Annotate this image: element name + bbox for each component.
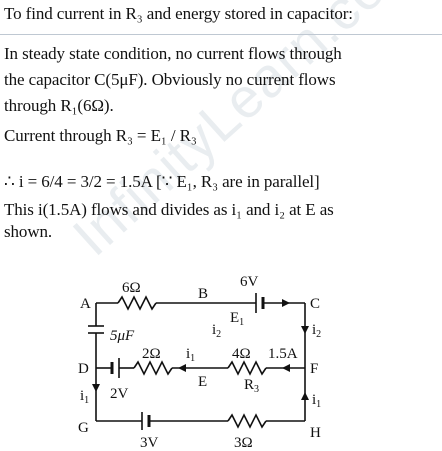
arrow-top-right [282, 299, 290, 307]
paragraph-line-3: through R₁(6Ω). [4, 96, 114, 115]
node-label-h: H [310, 425, 321, 441]
label-resistor-r3: R3 [244, 377, 259, 395]
e1-sub: 1 [239, 317, 244, 328]
paragraph-line-1: In steady state condition, no current fl… [4, 44, 342, 63]
node-label-b: B [198, 286, 208, 302]
flow-line-2: shown. [4, 222, 53, 241]
node-label-g: G [78, 420, 89, 436]
resistor-2ohm [133, 360, 173, 376]
resistor-3ohm [227, 413, 267, 429]
node-label-d: D [78, 361, 89, 377]
r3-name: R [244, 377, 254, 393]
e1-name: E [230, 310, 239, 326]
node-label-f: F [310, 361, 318, 377]
label-current-i1-right: i1 [312, 392, 321, 410]
label-battery-6v: 6V [240, 274, 259, 290]
arrow-right-up [301, 392, 309, 400]
heading-line: To find current in R₃ and energy stored … [4, 4, 353, 24]
label-resistor-2ohm: 2Ω [142, 346, 161, 362]
label-current-i1-left: i1 [80, 388, 89, 406]
paragraph-line-2: the capacitor C(5μF). Obviously no curre… [4, 70, 336, 89]
current-formula-line: Current through R₃ = E₁ / R₃ [4, 126, 197, 145]
arrow-right-down [301, 326, 309, 334]
label-battery-e1: E1 [230, 310, 244, 328]
node-label-a: A [80, 296, 91, 312]
label-battery-3v: 3V [140, 435, 159, 451]
label-resistor-6ohm: 6Ω [122, 280, 141, 296]
resistor-4ohm [227, 360, 267, 376]
label-resistor-4ohm: 4Ω [232, 346, 251, 362]
label-battery-2v: 2V [110, 386, 129, 402]
heading-text: To find current in R₃ and energy stored … [4, 4, 353, 23]
label-current-i2-top: i2 [212, 322, 221, 340]
arrow-mid-right [282, 364, 290, 372]
label-current-1-5a: 1.5A [268, 346, 298, 362]
arrow-left-down [92, 384, 100, 392]
r3-sub: 3 [254, 384, 259, 395]
label-current-i1-mid: i1 [186, 346, 195, 364]
node-label-e: E [198, 374, 207, 390]
arrow-mid-left [178, 364, 186, 372]
label-capacitor: 5μF [110, 328, 135, 344]
label-current-i2-right: i2 [312, 322, 321, 340]
equation-line: ∴ i = 6/4 = 3/2 = 1.5A [∵ E₁, R₃ are in … [4, 172, 320, 191]
divider [0, 34, 442, 35]
flow-line-1: This i(1.5A) flows and divides as i₁ and… [4, 200, 334, 219]
node-label-c: C [310, 296, 320, 312]
resistor-6ohm [117, 295, 157, 311]
label-resistor-3ohm: 3Ω [234, 435, 253, 451]
